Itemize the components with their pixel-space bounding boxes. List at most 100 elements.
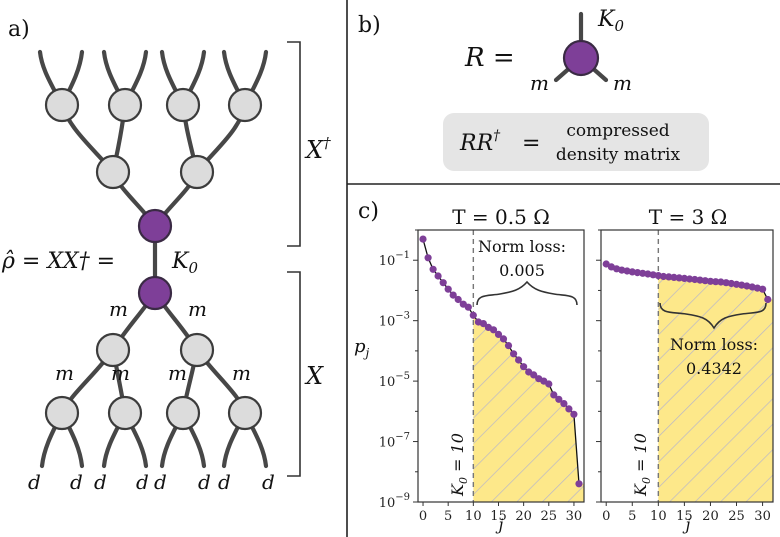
chart2-brace <box>659 302 767 330</box>
x-tick-label: 0 <box>419 509 427 524</box>
box-line2: density matrix <box>556 145 681 165</box>
compressed-box <box>443 113 709 171</box>
chart2-norm-loss-area <box>658 275 773 502</box>
x-tick-label: 20 <box>515 509 532 524</box>
data-point <box>555 395 563 403</box>
leg-label-d: d <box>262 470 275 494</box>
data-point <box>759 285 767 293</box>
tree-node <box>44 395 80 431</box>
bracket-x-dagger <box>287 41 301 247</box>
chart2-y-ticks <box>596 229 601 503</box>
x-tick-label: 0 <box>602 509 610 524</box>
leg-label-d: d <box>70 470 83 494</box>
chart1-points <box>419 235 583 488</box>
x-tick-label: 30 <box>566 509 583 524</box>
bond-label-m: m <box>168 361 187 385</box>
panel-c-label: c) <box>358 199 379 224</box>
y-tick-label: 10−5 <box>379 371 410 390</box>
chart1-brace <box>476 280 578 306</box>
data-point <box>575 480 583 488</box>
y-tick-label: 10−7 <box>379 432 410 451</box>
box-equals: = <box>522 131 540 156</box>
chart1-title: T = 0.5 Ω <box>452 205 550 229</box>
chart2-frame <box>600 229 774 503</box>
y-tick-label: 10−3 <box>379 311 410 330</box>
data-point <box>764 295 772 304</box>
k0-bond-label: K0 <box>171 249 198 277</box>
tensor-k0-label: K0 <box>597 7 624 35</box>
tree-node <box>165 87 201 123</box>
tree-node <box>107 395 143 431</box>
x-tick-label: 5 <box>628 509 636 524</box>
panel-b-label: b) <box>358 13 381 38</box>
leg-label-d: d <box>94 470 107 494</box>
bond-label-m: m <box>188 297 207 321</box>
box-rr-dagger: RR† <box>459 128 501 156</box>
data-point <box>509 350 518 358</box>
y-tick-label: 10−9 <box>379 492 410 511</box>
data-point <box>545 380 553 388</box>
data-point <box>439 279 447 287</box>
panel-a-label: a) <box>8 17 30 42</box>
x-tick-label: 10 <box>650 509 667 524</box>
chart2-annotation-line1: Norm loss: <box>670 335 758 354</box>
data-point <box>479 320 487 328</box>
chart1-frame <box>417 229 585 503</box>
rho-equation: ρ̂ = XX† = <box>1 249 115 274</box>
leg-label-d: d <box>198 470 211 494</box>
leg-label-d: d <box>218 470 231 494</box>
tree-node <box>179 332 215 368</box>
data-point <box>686 275 694 283</box>
data-point <box>429 265 437 273</box>
data-point <box>675 274 683 282</box>
data-point <box>419 235 427 243</box>
tree-node <box>227 87 263 123</box>
tree-node <box>179 154 215 190</box>
data-point <box>618 266 626 274</box>
leg-label-d: d <box>28 470 41 494</box>
data-point <box>469 311 477 319</box>
data-point <box>464 303 472 311</box>
data-point <box>701 277 709 285</box>
data-point <box>530 371 538 379</box>
data-point <box>424 254 432 262</box>
data-point <box>515 356 523 364</box>
y-axis-label: pj <box>354 336 370 360</box>
tensor-m-right: m <box>613 71 632 95</box>
chart1-norm-loss-area <box>473 315 584 502</box>
tree-node <box>107 87 143 123</box>
root-node-upper <box>137 208 173 244</box>
bond-label-m: m <box>109 297 128 321</box>
x-tick-label: 15 <box>490 509 507 524</box>
data-point <box>504 342 513 350</box>
x-tick-label: 30 <box>754 509 771 524</box>
data-point <box>565 405 573 413</box>
y-tick-label: 10−1 <box>379 250 410 269</box>
panel-a-tree-diagram: a) <box>1 17 331 494</box>
data-point <box>489 326 498 334</box>
x-tick-label: 10 <box>465 509 482 524</box>
data-point <box>434 272 442 280</box>
x-tick-label: 15 <box>676 509 693 524</box>
x-label: X <box>304 362 324 390</box>
leg-label-d: d <box>154 470 167 494</box>
data-point <box>712 278 720 286</box>
bond-label-m: m <box>111 361 130 385</box>
tree-node <box>227 395 263 431</box>
data-point <box>706 277 715 285</box>
r-equation: R = <box>464 43 515 73</box>
chart1-k0-marker: K0 = 10 <box>448 433 470 497</box>
data-point <box>696 276 704 284</box>
chart1-y-ticks: 10−9 10−7 10−5 10−3 10−1 <box>379 229 418 511</box>
tree-node <box>165 395 201 431</box>
chart2-k0-marker: K0 = 10 <box>631 433 653 497</box>
chart1-annotation-line2: 0.005 <box>499 261 545 280</box>
data-point <box>550 391 558 399</box>
data-point <box>454 295 462 304</box>
data-point <box>680 274 689 282</box>
lower-tree-edges <box>59 290 248 416</box>
data-point <box>570 410 578 418</box>
